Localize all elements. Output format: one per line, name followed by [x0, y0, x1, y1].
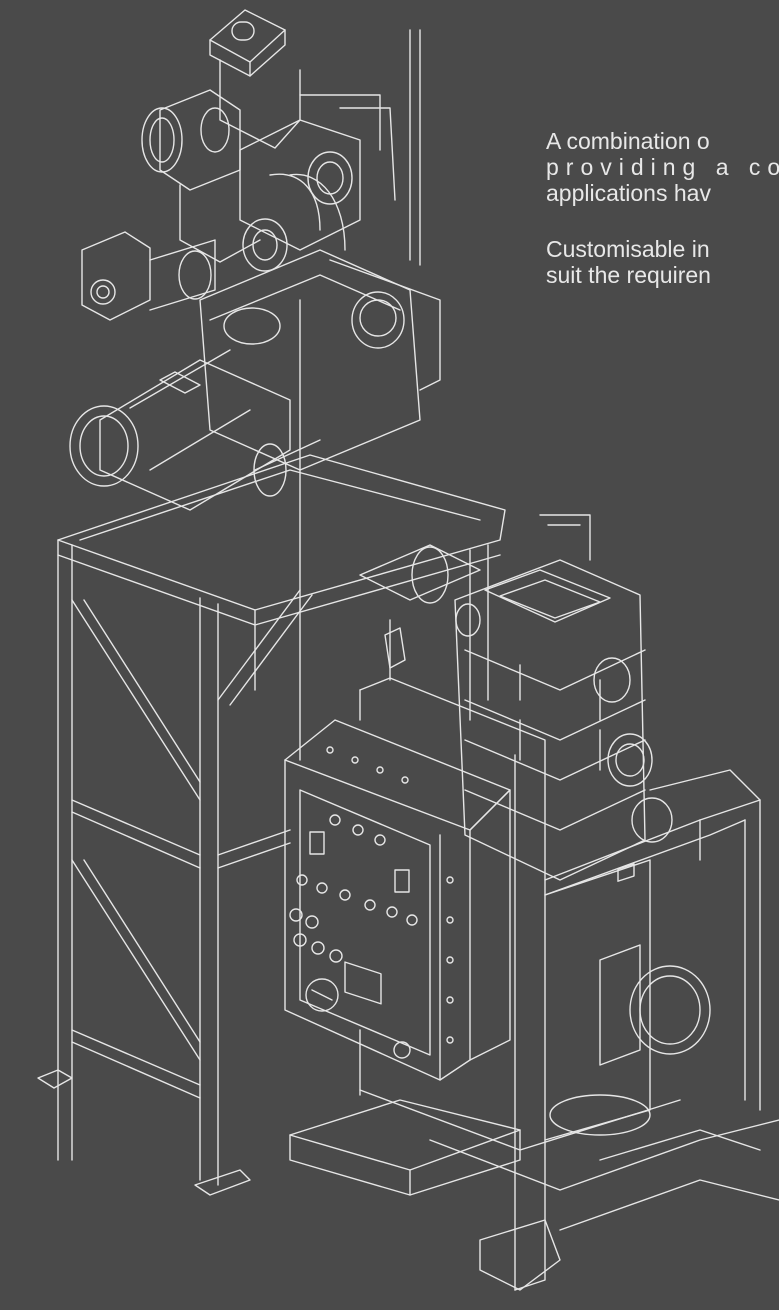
description-paragraph-2: Customisable in suit the requiren	[546, 236, 779, 288]
valve-manifold	[81, 9, 421, 321]
paragraph-1-line-1: A combination o	[546, 128, 710, 154]
paragraph-1-line-3: applications hav	[546, 180, 711, 206]
paragraph-2-line-1: Customisable in	[546, 236, 710, 262]
screw-pump	[359, 514, 711, 1141]
right-frame-and-base	[289, 769, 779, 1291]
control-panel	[284, 677, 546, 1291]
paragraph-2-line-2: suit the requiren	[546, 262, 711, 288]
left-frame	[37, 454, 506, 1196]
booster-and-motor	[69, 249, 441, 511]
description-text: A combination o providing a co applicati…	[546, 128, 779, 288]
paragraph-1-line-2: providing a co	[546, 154, 779, 180]
description-paragraph-1: A combination o providing a co applicati…	[546, 128, 779, 206]
